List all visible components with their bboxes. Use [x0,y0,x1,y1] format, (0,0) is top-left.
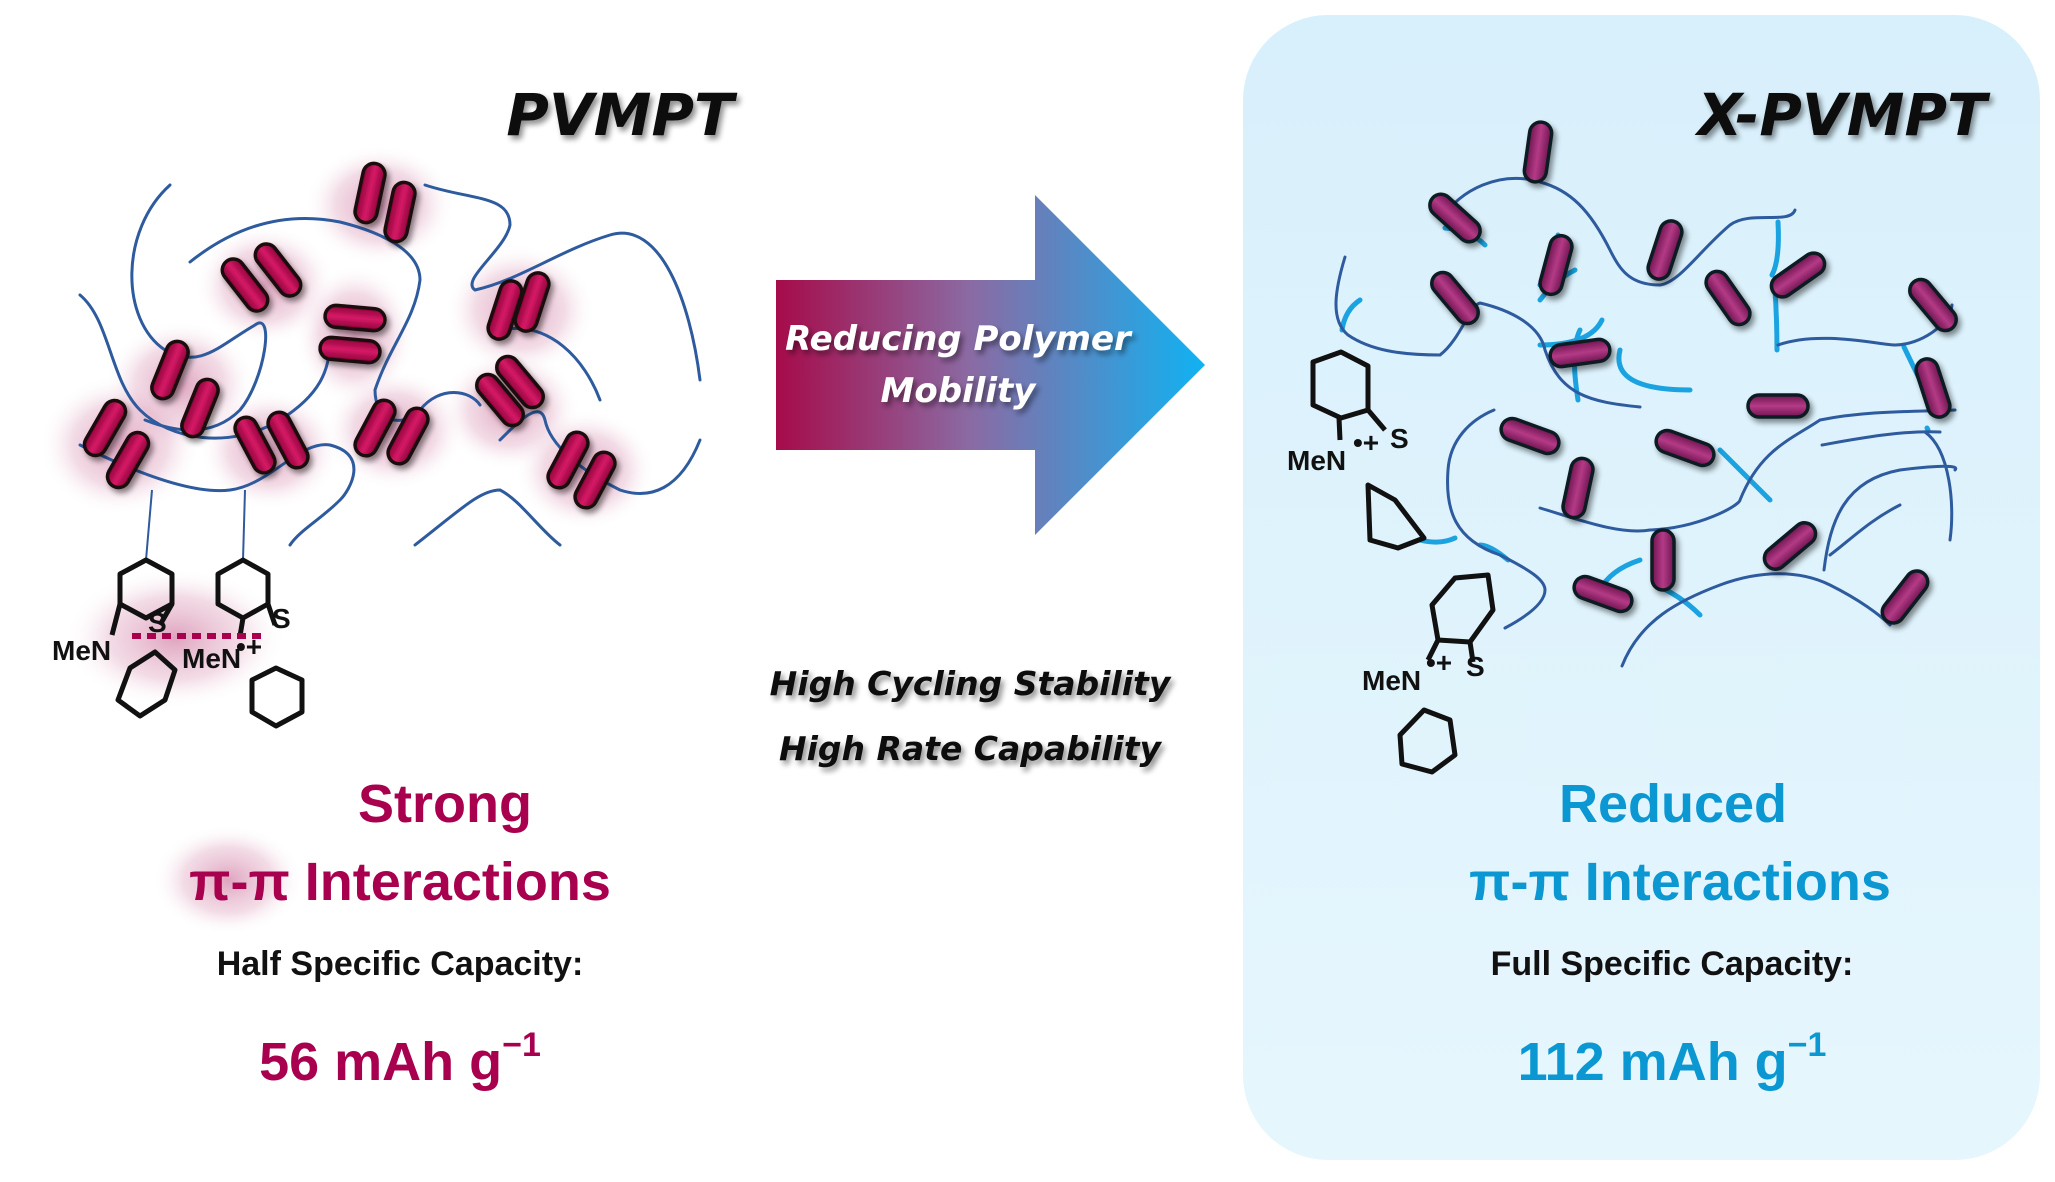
s-label-left: S [148,607,167,638]
men-label-left: MeN [52,635,111,666]
radical-cation-label-top: •+ [1353,427,1379,458]
x-pvmpt-network [1334,119,1963,668]
men-label-bottom: MeN [1362,665,1421,696]
s-label-bottom: S [1466,651,1485,682]
pi-stack-glows [40,145,655,708]
pvmpt-network [40,145,702,708]
capacity-exponent: −1 [1788,1026,1827,1064]
phenothiazine-neutral: MeN S [52,557,178,719]
strong-heading: Strong [358,774,532,834]
interactions-word: Interactions [290,852,611,912]
reducing-mobility-arrow: Reducing Polymer Mobility [776,195,1205,535]
pvmpt-title: PVMPT [506,81,738,149]
capacity-exponent: −1 [502,1026,541,1064]
strong-pi-pi-heading: π-π Interactions [189,852,611,912]
arrow-label-line1: Reducing Polymer [785,319,1133,359]
half-capacity-label: Half Specific Capacity: [217,945,584,983]
capacity-number: 112 mAh g [1518,1032,1788,1092]
capacity-number: 56 mAh g [259,1032,502,1092]
pi-pi-symbol: π-π [189,852,290,912]
phenothiazine-radical-cation: MeN •+ S [182,557,305,729]
pi-pi-glow [153,825,303,935]
s-label-right: S [272,603,291,634]
men-label-top: MeN [1287,445,1346,476]
half-capacity-value: 56 mAh g−1 [259,1026,541,1092]
s-label-top: S [1390,423,1409,454]
men-label-right: MeN [182,643,241,674]
reduced-heading: Reduced [1559,774,1787,834]
radical-cation-label-bottom: •+ [1426,647,1452,678]
arrow-label-line2: Mobility [881,371,1038,411]
full-capacity-value: 112 mAh g−1 [1518,1026,1827,1092]
reduced-pi-pi-heading: π-π Interactions [1469,852,1891,912]
phenothiazine-radical-cation-top: MeN •+ S [1287,349,1427,551]
benefit-cycling-stability: High Cycling Stability [770,664,1172,703]
x-pvmpt-title: X-PVMPT [1694,81,1991,149]
benefit-rate-capability: High Rate Capability [779,729,1163,768]
phenothiazine-radical-cation-bottom: MeN •+ S [1362,572,1496,775]
full-capacity-label: Full Specific Capacity: [1491,945,1854,983]
